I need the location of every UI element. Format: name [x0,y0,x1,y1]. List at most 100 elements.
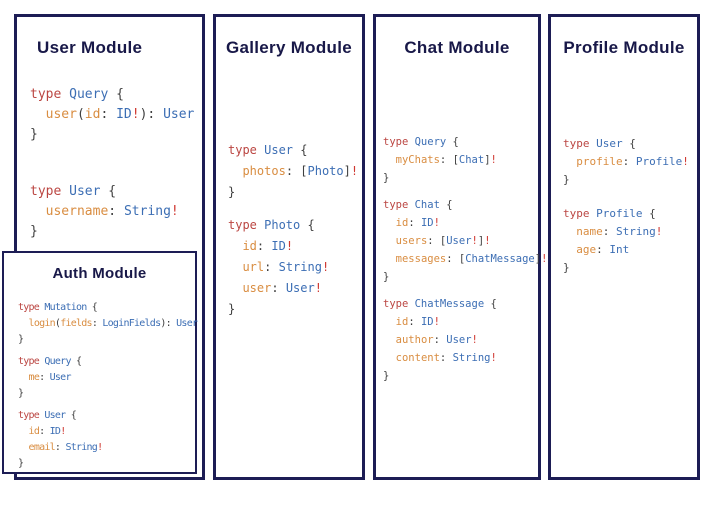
code-token: ! [682,155,689,168]
code-token: Mutation [44,302,92,313]
auth-module-title: Auth Module [52,265,147,282]
code-token: myChats [395,154,440,166]
code-token: ID [49,426,61,437]
code-token: ! [170,204,179,219]
code-token: type [228,143,265,157]
code-block: type Profile { name: String! age: Int} [563,205,689,277]
code-line: type Query { [18,354,197,370]
code-token: User [596,137,630,150]
code-token: : [39,372,50,383]
code-line: id: ID! [383,214,547,232]
code-token: User [285,281,315,295]
code-token: { [75,356,82,367]
code-line: photos: [Photo]! [228,161,358,182]
code-token [18,426,29,437]
code-token: { [70,410,77,421]
code-line: type User { [30,182,194,202]
code-token: String [278,260,322,274]
code-token: } [228,185,236,199]
code-line: } [383,268,547,286]
code-line: age: Int [563,241,689,259]
code-line: } [18,386,197,402]
code-token: ! [541,253,548,265]
code-block: type Query { myChats: [Chat]!} [383,133,547,187]
code-token: ! [484,235,491,247]
code-token: Photo [307,164,344,178]
code-token: users [395,235,428,247]
code-token [228,164,242,178]
code-line: } [563,171,689,189]
code-token: id [84,107,101,122]
code-line: profile: Profile! [563,153,689,171]
code-line: type Chat { [383,196,547,214]
auth-module-panel: Auth Module type Mutation { login(fields… [2,251,198,474]
code-token [30,107,46,122]
code-token: type [563,137,597,150]
code-token: type [383,136,415,148]
code-token: : [39,426,50,437]
code-token: ): [139,107,164,122]
code-line: content: String! [383,349,547,367]
code-token: : [622,155,636,168]
code-token [228,281,242,295]
code-token: ! [433,217,440,229]
code-line: type User { [18,408,197,424]
code-token: type [563,207,597,220]
code-token: : [100,107,117,122]
code-token: { [490,298,497,310]
code-token: ] [477,235,485,247]
code-token [228,239,242,253]
code-token: } [18,334,24,345]
code-token: { [649,207,656,220]
code-token: { [629,137,636,150]
code-token [18,318,29,329]
code-token: photos [242,164,286,178]
code-line: } [383,367,547,385]
code-token: Query [69,87,117,102]
code-line: id: ID! [228,236,358,257]
code-token: : [256,239,272,253]
code-token [563,225,576,238]
code-token: User [69,184,109,199]
code-line: } [228,299,358,320]
code-token: ! [490,352,497,364]
auth-module-code: type Mutation { login(fields: LoginField… [18,300,198,478]
code-token: ! [471,334,478,346]
code-token: ] [534,253,542,265]
code-line: author: User! [383,331,547,349]
code-token: : [54,442,66,453]
code-token: type [383,199,415,211]
code-token: Profile [596,207,650,220]
code-block: type User { id: ID! email: String!} [18,408,197,472]
code-line: } [30,222,194,242]
code-token: type [18,410,45,421]
code-token: : [271,281,286,295]
code-line: name: String! [563,223,689,241]
code-token: Chat [414,199,447,211]
code-token: ChatMessage [465,253,535,265]
chat-module-code: type Query { myChats: [Chat]!} type Chat … [383,133,547,394]
code-token: : [91,318,103,329]
code-token: User [176,318,198,329]
code-token: ! [655,225,663,238]
code-token: String [452,352,491,364]
code-block: type Mutation { login(fields: LoginField… [18,300,198,348]
code-line: user(id: ID!): User [30,105,195,125]
code-token: content [395,352,440,364]
chat-module-panel: Chat Module type Query { myChats: [Chat]… [373,14,547,480]
code-line: type Profile { [563,205,689,223]
profile-module-title: Profile Module [563,38,685,57]
code-token [383,217,396,229]
code-token: messages [395,253,447,265]
code-token: type [30,87,70,102]
code-token: : [596,243,610,256]
code-token: ! [97,442,103,453]
code-token: user [242,281,272,295]
code-token [383,253,396,265]
code-token: username [45,204,109,219]
code-token: ] [343,164,351,178]
code-token: ! [490,154,497,166]
code-line: email: String! [18,440,197,456]
code-token: } [563,173,570,186]
code-block: type Chat { id: ID! users: [User!]! mess… [383,196,547,286]
